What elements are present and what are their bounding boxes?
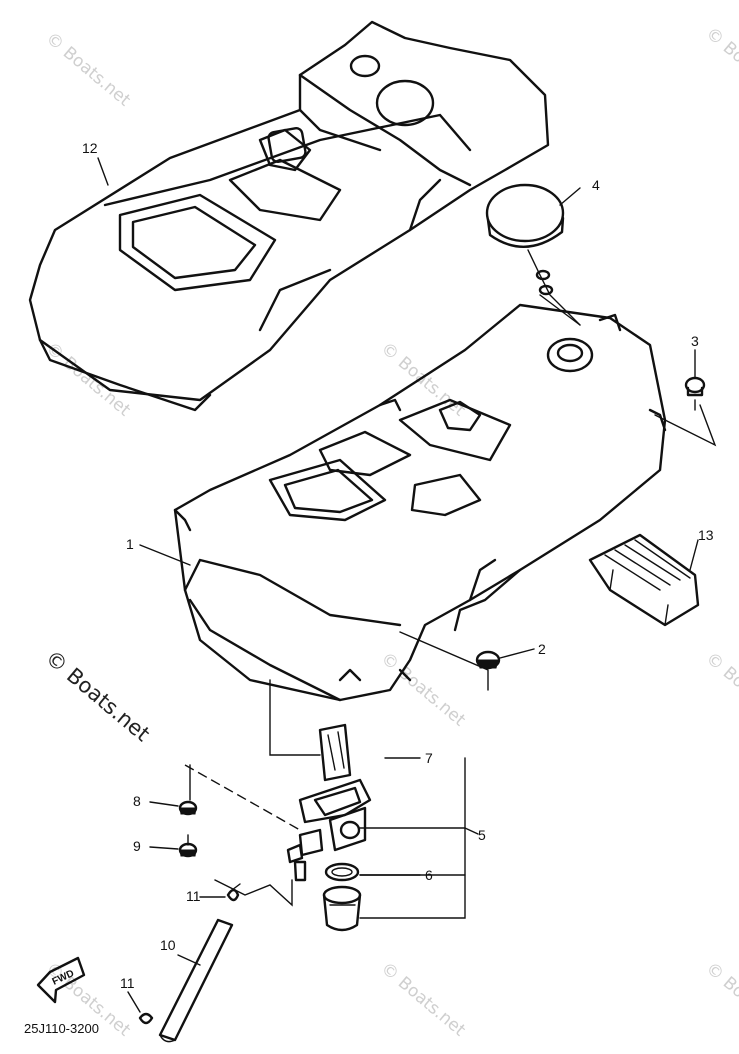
callout-8: 8 [133,793,141,809]
callout-13: 13 [698,527,714,543]
watermark-prominent: © Boats.net [41,645,155,746]
assembly-leaders [184,294,717,907]
fuel-cap-part-4 [485,183,581,326]
diagram-reference-code: 25J110-3200 [24,1021,99,1036]
clip-part-11-lower [138,1012,154,1025]
callout-9: 9 [133,838,141,854]
callout-10: 10 [160,937,176,953]
callout-5: 5 [478,827,486,843]
watermark-mid-center: © Boats.net [377,339,470,421]
callout-2: 2 [538,641,546,657]
callout-3: 3 [691,333,699,349]
callout-11-lower: 11 [120,975,135,991]
nut-part-8 [178,800,198,816]
tank-cover-part-12 [28,20,550,412]
fuel-hose-part-10 [158,918,234,1043]
strainer-cup [322,885,362,932]
callout-labels: 12 4 3 1 13 2 7 5 6 8 9 11 10 11 [82,140,714,991]
nut-part-2 [475,650,501,670]
callout-4: 4 [592,177,600,193]
callout-leaders [97,157,699,1013]
watermark-lower-right: © Boats.net [702,649,739,731]
callout-1: 1 [126,536,134,552]
callout-12: 12 [82,140,98,156]
fuel-cock-part-5 [286,723,372,882]
callout-7: 7 [425,750,433,766]
watermark-top-right: © Boats.net [702,24,739,106]
fuel-tank-part-1 [173,303,667,702]
o-ring-part-6 [324,862,360,882]
watermark-bottom-center: © Boats.net [377,959,470,1041]
bolt-part-3 [684,376,706,411]
damper-part-13 [588,533,700,627]
watermark-top-left: © Boats.net [42,29,135,111]
callout-6: 6 [425,867,433,883]
callout-11-upper: 11 [186,888,201,904]
screw-part-9 [178,834,198,858]
watermark-bottom-right: © Boats.net [702,959,739,1041]
watermark-layer: © Boats.net © Boats.net © Boats.net © Bo… [41,24,739,1041]
